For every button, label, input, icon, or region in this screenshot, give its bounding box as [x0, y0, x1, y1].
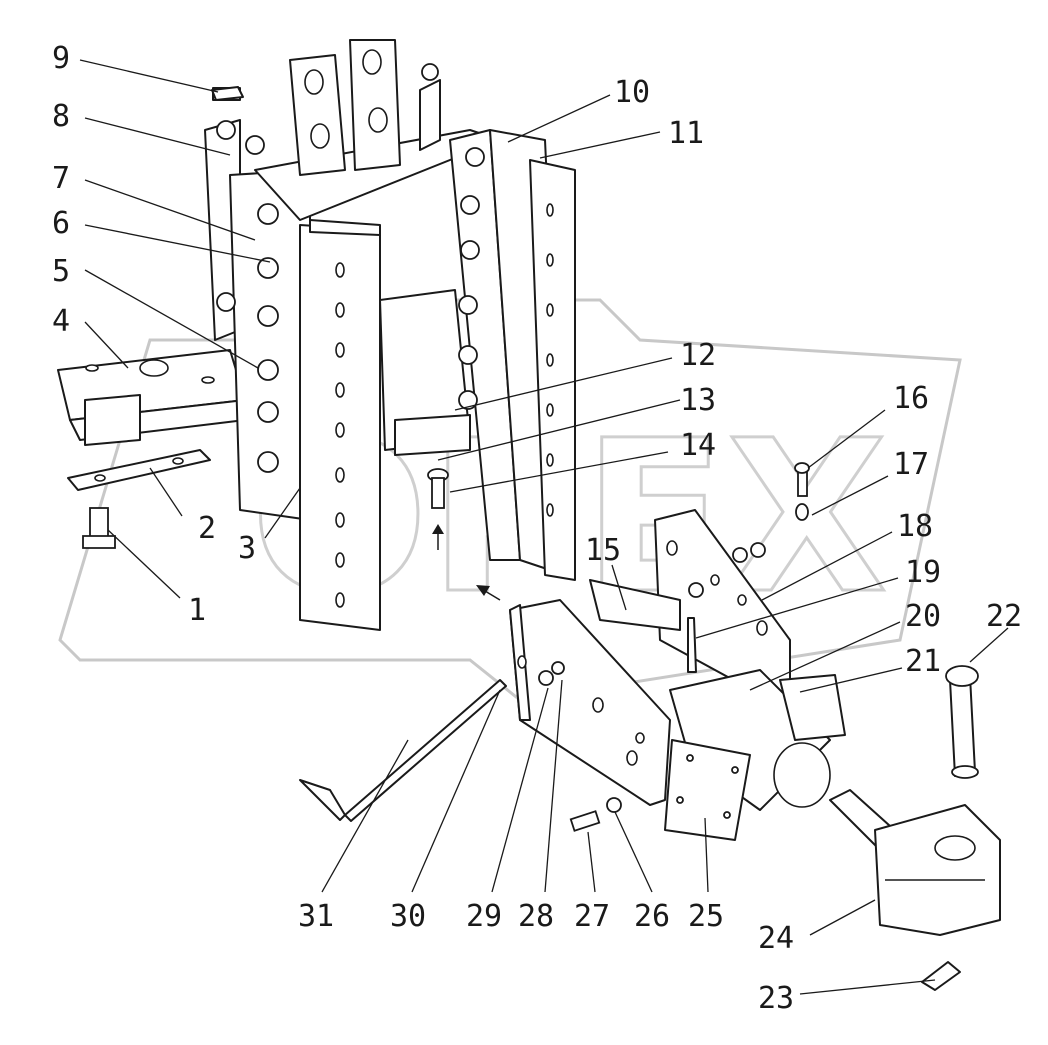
callout-12: 12 [680, 338, 716, 373]
main-frame [204, 39, 576, 631]
callout-30: 30 [390, 899, 426, 934]
callout-20: 20 [905, 599, 941, 634]
callout-7: 7 [52, 161, 70, 196]
frame-bolt-column-left [216, 120, 279, 473]
callout-8: 8 [52, 99, 70, 134]
callout-21: 21 [905, 644, 941, 679]
callout-14: 14 [680, 428, 716, 463]
leader-lines [79, 59, 1009, 995]
bolt-part-1 [82, 507, 116, 549]
pin-part-16 [794, 462, 810, 521]
callout-13: 13 [680, 383, 716, 418]
callout-3: 3 [238, 531, 256, 566]
callout-23: 23 [758, 981, 794, 1016]
callout-17: 17 [893, 447, 929, 482]
callout-25: 25 [688, 899, 724, 934]
callout-labels: 9 8 7 6 5 4 2 3 1 10 11 12 13 14 15 16 1… [52, 41, 1022, 1016]
callout-6: 6 [52, 206, 70, 241]
frame-bolt-column-right [421, 63, 485, 410]
callout-15: 15 [585, 533, 621, 568]
callout-19: 19 [905, 555, 941, 590]
callout-18: 18 [897, 509, 933, 544]
washer-plate-9 [211, 86, 244, 101]
callout-24: 24 [758, 921, 794, 956]
callout-2: 2 [198, 511, 216, 546]
callout-5: 5 [52, 254, 70, 289]
mounting-plate [57, 349, 246, 446]
hook-jaw [829, 789, 1001, 936]
callout-27: 27 [574, 899, 610, 934]
lever-rod [299, 679, 507, 822]
callout-9: 9 [52, 41, 70, 76]
callout-10: 10 [614, 75, 650, 110]
callout-4: 4 [52, 304, 70, 339]
callout-16: 16 [893, 381, 929, 416]
shim-plate [67, 449, 211, 491]
frame-adjustment-holes [335, 203, 554, 608]
pin-part-22 [945, 665, 979, 779]
callout-28: 28 [518, 899, 554, 934]
callout-1: 1 [188, 593, 206, 628]
callout-29: 29 [466, 899, 502, 934]
callout-22: 22 [986, 599, 1022, 634]
spring-clip [921, 961, 961, 991]
callout-26: 26 [634, 899, 670, 934]
callout-11: 11 [668, 116, 704, 151]
bolt-part-14 [427, 468, 449, 550]
direction-arrow [476, 585, 501, 601]
callout-31: 31 [298, 899, 334, 934]
carriage-assembly [509, 509, 846, 841]
